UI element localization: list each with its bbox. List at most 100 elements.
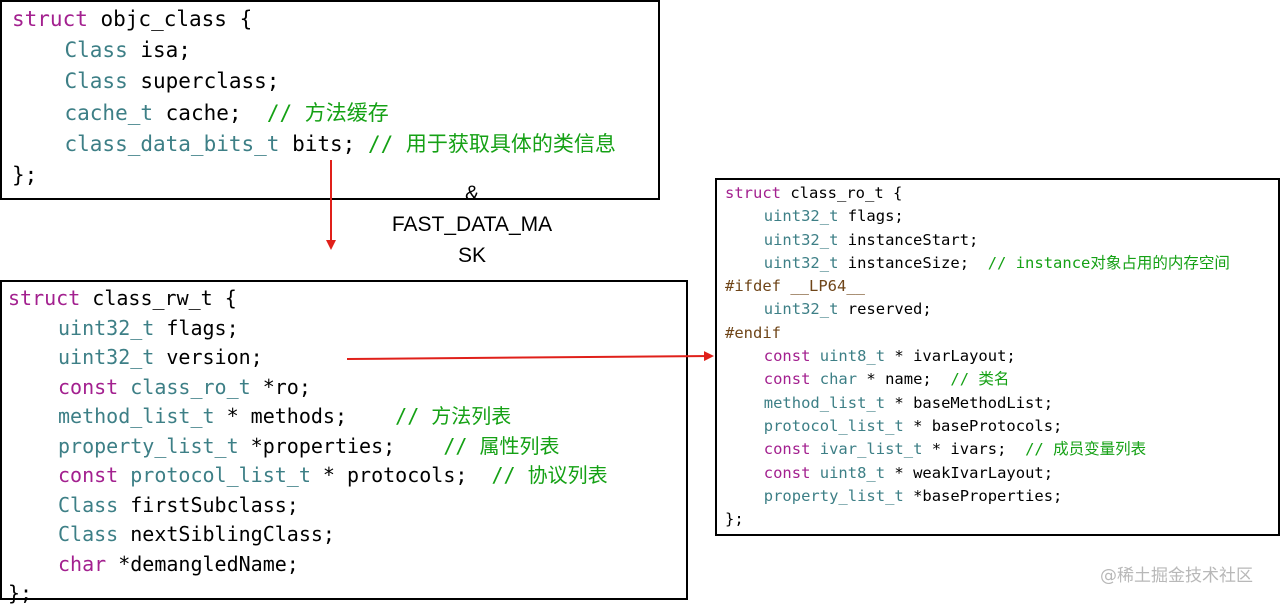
code-line: #ifdef __LP64__	[725, 275, 1270, 298]
code-text: reserved;	[838, 300, 932, 319]
code-text: * protocols;	[310, 463, 492, 487]
class-rw-t-code-box: struct class_rw_t { uint32_t flags;uint3…	[0, 280, 688, 605]
class-ro-t-header: struct class_ro_t {	[725, 184, 903, 202]
code-keyword: const	[763, 463, 811, 482]
code-type: class_ro_t	[130, 374, 251, 399]
code-type: protocol_list_t	[763, 416, 904, 435]
class-ro-t-closing: };	[725, 510, 744, 529]
code-text: *baseProperties;	[903, 486, 1063, 505]
code-line: method_list_t * baseMethodList;	[725, 392, 1270, 415]
code-line: property_list_t *properties; // 属性列表	[8, 432, 680, 462]
class-rw-t-header: struct class_rw_t {	[8, 286, 237, 310]
code-line: uint32_t flags;	[8, 314, 680, 344]
code-line: const uint8_t * ivarLayout;	[725, 345, 1270, 368]
code-type: Class	[64, 38, 128, 63]
objc-class-header: struct objc_class {	[12, 7, 253, 31]
objc-class-fields: Class isa;Class superclass;cache_t cache…	[12, 35, 648, 160]
code-line: cache_t cache; // 方法缓存	[12, 98, 648, 129]
code-line: uint32_t version;	[8, 343, 680, 373]
code-text: *properties;	[238, 433, 444, 458]
code-type: uint8_t	[819, 347, 886, 366]
code-type: uint32_t	[58, 345, 155, 369]
operation-label: & FAST_DATA_MA SK	[372, 178, 572, 271]
code-text: firstSubclass;	[118, 492, 299, 517]
objc-class-code-box: struct objc_class { Class isa;Class supe…	[0, 0, 660, 200]
code-preprocessor: #endif	[725, 323, 781, 342]
code-line: const class_ro_t *ro;	[8, 373, 680, 403]
code-type: property_list_t	[58, 433, 239, 458]
code-type: class_data_bits_t	[64, 131, 280, 156]
code-text: * ivars;	[922, 440, 1026, 459]
code-type: Class	[58, 522, 119, 546]
code-text: flags;	[838, 207, 904, 226]
class-ro-t-fields: uint32_t flags;uint32_t instanceStart;ui…	[725, 205, 1270, 508]
code-type: Class	[64, 69, 128, 94]
code-text: * baseProtocols;	[903, 416, 1063, 435]
code-text: * name;	[857, 370, 951, 389]
code-type: uint32_t	[763, 230, 839, 249]
code-text: cache;	[153, 100, 267, 125]
code-line: const ivar_list_t * ivars; // 成员变量列表	[725, 438, 1270, 461]
code-line: uint32_t instanceStart;	[725, 229, 1270, 252]
code-line: char *demangledName;	[8, 550, 680, 580]
code-line: const uint8_t * weakIvarLayout;	[725, 462, 1270, 485]
code-line: uint32_t instanceSize; // instance对象占用的内…	[725, 252, 1270, 275]
code-text: * methods;	[214, 404, 396, 428]
code-keyword: const	[763, 440, 811, 459]
code-text: bits;	[279, 131, 368, 156]
code-comment: // 类名	[950, 370, 1010, 389]
code-comment: // 属性列表	[443, 433, 560, 458]
code-line: class_data_bits_t bits; // 用于获取具体的类信息	[12, 129, 648, 160]
code-line: property_list_t *baseProperties;	[725, 485, 1270, 508]
code-text: instanceSize;	[838, 253, 988, 272]
code-keyword: const	[58, 374, 119, 399]
operation-line-3: SK	[457, 244, 486, 267]
code-line: uint32_t flags;	[725, 205, 1270, 228]
code-text: nextSiblingClass;	[118, 522, 335, 546]
code-text: flags;	[154, 315, 239, 340]
watermark: @稀土掘金技术社区	[1100, 566, 1253, 586]
code-preprocessor: #ifdef __LP64__	[725, 277, 865, 296]
ro-to-class-ro-arrow	[346, 351, 714, 362]
code-type: uint32_t	[763, 300, 839, 319]
code-line: Class nextSiblingClass;	[8, 520, 680, 550]
code-type: uint8_t	[819, 463, 886, 482]
code-type: Class	[58, 492, 119, 517]
code-type: protocol_list_t	[130, 463, 311, 487]
code-keyword: char	[58, 551, 107, 576]
code-type: cache_t	[64, 100, 154, 125]
code-keyword: const	[763, 347, 811, 366]
code-line: protocol_list_t * baseProtocols;	[725, 415, 1270, 438]
code-line: Class firstSubclass;	[8, 491, 680, 521]
code-comment: // 成员变量列表	[1025, 440, 1147, 459]
class-rw-t-fields: uint32_t flags;uint32_t version;const cl…	[8, 314, 680, 580]
code-text: * weakIvarLayout;	[885, 463, 1054, 482]
code-type: ivar_list_t	[819, 440, 923, 459]
operation-line-1: &	[464, 182, 479, 205]
code-text: isa;	[127, 38, 191, 63]
code-text: *ro;	[250, 374, 311, 399]
code-line: Class isa;	[12, 35, 648, 66]
code-line: const protocol_list_t * protocols; // 协议…	[8, 461, 680, 491]
code-line: #endif	[725, 322, 1270, 345]
code-type: uint32_t	[763, 253, 839, 272]
code-type: uint32_t	[763, 207, 839, 226]
code-text: version;	[154, 345, 263, 369]
code-text: instanceStart;	[838, 230, 979, 249]
code-keyword: const	[58, 463, 119, 487]
code-text: * baseMethodList;	[885, 393, 1054, 412]
code-text: * ivarLayout;	[885, 347, 1016, 366]
code-type: method_list_t	[58, 404, 215, 428]
code-line: const char * name; // 类名	[725, 368, 1270, 391]
operation-line-2: FAST_DATA_MA	[391, 213, 553, 236]
code-type: method_list_t	[763, 393, 886, 412]
code-text: *demangledName;	[106, 551, 299, 576]
code-text: superclass;	[127, 69, 280, 94]
code-type: char	[819, 370, 858, 389]
code-comment: // 方法缓存	[266, 100, 389, 125]
code-line: Class superclass;	[12, 66, 648, 97]
class-ro-t-code-box: struct class_ro_t { uint32_t flags;uint3…	[715, 178, 1280, 536]
code-type: property_list_t	[763, 486, 904, 505]
code-comment: // 方法列表	[395, 404, 512, 428]
